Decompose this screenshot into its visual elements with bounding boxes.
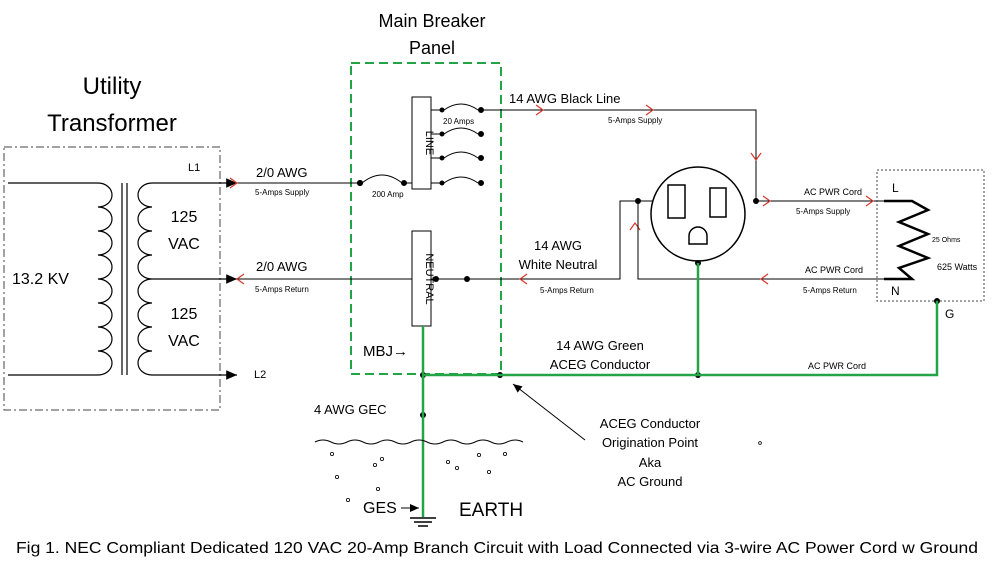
feeder-supply-arrow [229, 177, 239, 189]
primary-winding [8, 182, 113, 376]
main-breaker-rating: 200 Amp [372, 190, 404, 199]
cord-supply-current: 5-Amps Supply [796, 207, 850, 216]
lower-winding-voltage: 125 [171, 306, 198, 323]
receptacle-face [650, 166, 746, 262]
white-neutral-awg: 14 AWG [534, 238, 582, 253]
white-neutral-current: 5-Amps Return [540, 286, 594, 295]
origin-label-line4: AC Ground [617, 474, 682, 489]
load-power: 625 Watts [937, 262, 978, 272]
load-resistance: 25 Ohms [932, 237, 961, 244]
earth-surface [314, 439, 524, 445]
receptacle-neutral-slot [667, 184, 686, 219]
origin-label-line3: Aka [639, 455, 662, 470]
aceg-conductor [423, 301, 939, 377]
gec-label: 4 AWG GEC [314, 402, 386, 417]
neutral-bus-label: NEUTRAL [423, 253, 435, 304]
terminal-l2: L2 [254, 369, 266, 381]
origin-label-line1: ACEG Conductor [600, 416, 701, 431]
line-bus [411, 96, 432, 190]
primary-voltage: 13.2 KV [12, 271, 69, 288]
feeder-return-awg: 2/0 AWG [256, 259, 308, 274]
feeder-supply-awg: 2/0 AWG [256, 165, 308, 180]
load-resistor [884, 199, 932, 281]
aceg-conductor-awg: 14 AWG Green [556, 338, 644, 353]
black-line-wire [483, 109, 757, 201]
load-terminal-l: L [892, 181, 899, 195]
cord-return-current: 5-Amps Return [803, 286, 857, 295]
ground-symbol [410, 517, 436, 527]
receptacle-hot-slot [709, 187, 727, 218]
soil-particles [329, 441, 762, 502]
cord-ground-label: AC PWR Cord [808, 361, 866, 371]
load: L N G 25 Ohms 625 Watts [876, 169, 985, 321]
secondary-winding [137, 178, 237, 380]
origin-label-line2: Origination Point [602, 435, 698, 450]
upper-winding-unit: VAC [168, 236, 200, 253]
cord-return-label: AC PWR Cord [805, 265, 863, 275]
feeder-conductors: 2/0 AWG 5-Amps Supply 2/0 AWG 5-Amps Ret… [229, 165, 412, 294]
cord-supply-label: AC PWR Cord [804, 187, 862, 197]
load-terminal-g: G [945, 307, 954, 321]
earth-label: EARTH [459, 500, 523, 521]
transformer-title-line2: Transformer [47, 110, 177, 137]
transformer-title-line1: Utility [83, 73, 142, 100]
cord-neutral-wire [637, 201, 884, 280]
feeder-return-arrow [235, 273, 245, 285]
receptacle [650, 166, 746, 262]
terminal-l1: L1 [188, 162, 200, 174]
ges-label: GES [363, 500, 397, 517]
figure-caption: Fig 1. NEC Compliant Dedicated 120 VAC 2… [16, 540, 978, 557]
load-enclosure [876, 169, 985, 302]
origin-pointer [512, 383, 586, 441]
lower-winding-unit: VAC [168, 333, 200, 350]
black-line-current: 5-Amps Supply [608, 116, 662, 125]
black-line-label: 14 AWG Black Line [509, 91, 621, 106]
line-bus-label: LINE [423, 131, 435, 155]
feeder-return-current: 5-Amps Return [255, 285, 309, 294]
equipment-grounding [421, 263, 939, 517]
panel-title-line1: Main Breaker [378, 11, 485, 31]
feeder-supply-current: 5-Amps Supply [255, 188, 309, 197]
ac-power-cord [637, 195, 884, 285]
aceg-conductor-name: ACEG Conductor [550, 357, 651, 372]
mbj-label: MBJ→ [363, 343, 408, 360]
branch-breaker-rating: 20 Amps [443, 117, 474, 126]
branch-breakers [431, 103, 484, 186]
junction-dots [357, 180, 940, 418]
panel-title-line2: Panel [409, 38, 455, 58]
receptacle-ground-slot [688, 226, 708, 245]
white-neutral-name: White Neutral [519, 257, 598, 272]
upper-winding-voltage: 125 [171, 209, 198, 226]
utility-transformer: Utility Transformer 13.2 KV 125 VAC 125 … [3, 73, 266, 411]
load-terminal-n: N [891, 284, 900, 298]
